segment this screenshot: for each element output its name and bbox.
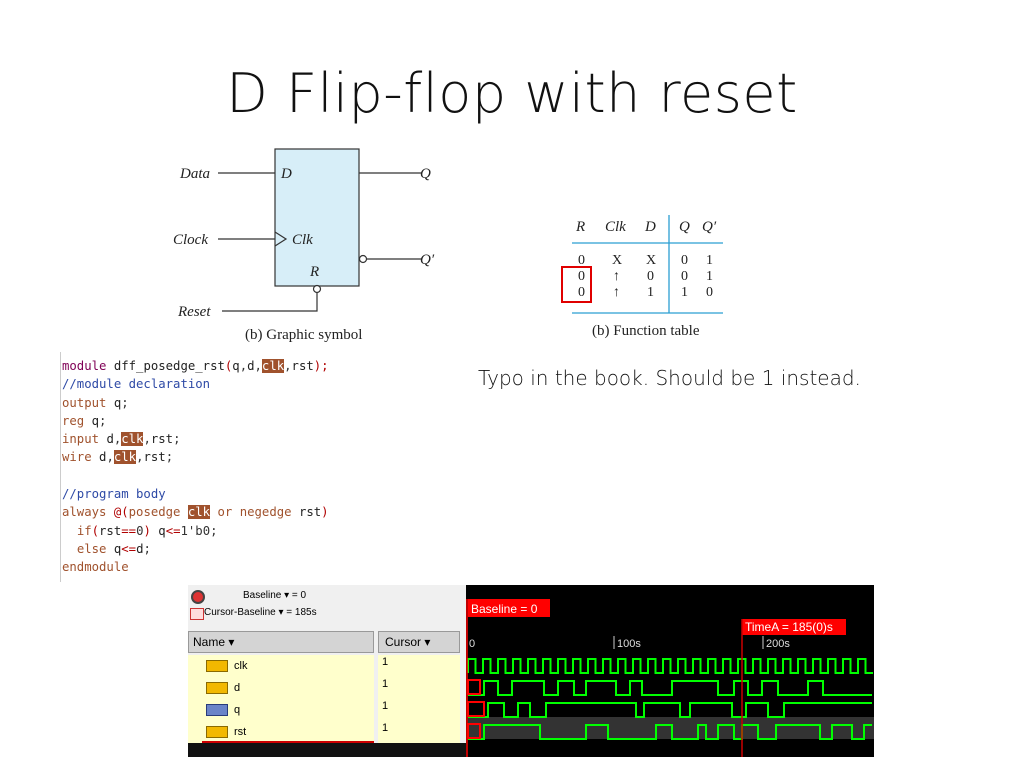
d-waveform xyxy=(468,680,872,696)
slide-title: D Flip-flop with reset xyxy=(226,62,798,125)
signal-input-icon xyxy=(206,726,228,739)
signal-output-icon xyxy=(206,704,228,717)
waveform-viewer: Baseline ▾ = 0 Cursor-Baseline ▾ = 185s … xyxy=(188,585,874,757)
pin-r-label: R xyxy=(309,264,319,280)
pin-d-label: D xyxy=(280,166,292,182)
time-tick-200s: 200s xyxy=(766,638,790,650)
clk-waveform xyxy=(467,658,873,674)
selection-underline xyxy=(202,741,374,743)
cursor-value: 1 xyxy=(382,656,389,668)
code-line-9: always @(posedge clk or negedge rst) xyxy=(62,505,329,520)
q-initial-marker xyxy=(467,679,481,695)
typo-highlight-box xyxy=(561,266,592,303)
cursor-baseline-readout[interactable]: Cursor-Baseline ▾ = 185s xyxy=(204,607,317,618)
cursor-value: 1 xyxy=(382,678,389,690)
q-initial-marker xyxy=(467,701,485,717)
code-line-2: //module declaration xyxy=(62,377,211,392)
signal-name: rst xyxy=(234,726,247,738)
code-line-6: wire d,clk,rst; xyxy=(62,450,174,465)
baseline-readout[interactable]: Baseline ▾ = 0 xyxy=(243,590,307,601)
function-table: R Clk D Q Q′ 0 X X 0 1 0 ↑ 0 0 1 0 ↑ 1 1… xyxy=(561,215,723,339)
code-line-8: //program body xyxy=(62,487,166,502)
waveform-canvas: Baseline = 0 TimeA = 185(0)s 0 100s 200s xyxy=(466,599,874,757)
code-line-11: else q<=d; xyxy=(76,541,151,556)
output-qn-label: Q′ xyxy=(420,252,435,268)
timea-marker-label: TimeA = 185(0)s xyxy=(745,620,833,634)
input-clock-label: Clock xyxy=(173,232,208,248)
signal-input-icon xyxy=(206,660,228,673)
ft-r0-r: 0 xyxy=(578,253,585,268)
baseline-marker-label: Baseline = 0 xyxy=(471,602,538,616)
cursor-icon[interactable] xyxy=(190,608,204,620)
ft-header-r: R xyxy=(575,219,585,235)
ft-r0-clk: X xyxy=(612,253,622,268)
cursor-value: 1 xyxy=(382,700,389,712)
pin-clk-label: Clk xyxy=(292,232,313,248)
input-data-label: Data xyxy=(179,166,210,182)
graphic-symbol-diagram: Data Clock Reset D Clk R Q Q′ (b) Graphi… xyxy=(173,148,435,343)
name-column-header[interactable]: Name ▾ xyxy=(188,631,374,653)
signal-row-rst[interactable]: rst xyxy=(206,721,246,743)
signal-row-d[interactable]: d xyxy=(206,677,240,699)
baseline-icon[interactable] xyxy=(191,590,205,604)
typo-note: Typo in the book. Should be 1 instead. xyxy=(478,366,861,390)
code-line-12: endmodule xyxy=(62,560,129,575)
code-gutter-line xyxy=(60,352,61,582)
rst-initial-marker xyxy=(467,723,481,739)
code-line-1: module dff_posedge_rst(q,d,clk,rst); xyxy=(62,359,329,373)
baseline-marker-box xyxy=(468,599,550,617)
code-line-10: if(rst==0) q<=1'b0; xyxy=(76,523,218,538)
signal-panel-footer xyxy=(188,743,466,757)
signal-input-icon xyxy=(206,682,228,695)
ft-r2-qn: 0 xyxy=(706,285,713,300)
ft-r1-r: 0 xyxy=(578,269,585,284)
code-line-5: input d,clk,rst; xyxy=(62,432,181,447)
symbol-caption: (b) Graphic symbol xyxy=(245,327,362,343)
signal-name-list: clk d q rst xyxy=(188,655,374,743)
signal-name: q xyxy=(234,704,241,716)
waveform-toolbar: Baseline ▾ = 0 Cursor-Baseline ▾ = 185s xyxy=(188,585,466,629)
cursor-value: 1 xyxy=(382,722,389,734)
function-table-caption: (b) Function table xyxy=(592,323,700,339)
rst-waveform xyxy=(468,724,872,740)
code-line-4: reg q; xyxy=(62,413,107,428)
signal-row-clk[interactable]: clk xyxy=(206,655,247,677)
ft-header-d: D xyxy=(644,219,656,235)
ft-r0-d: X xyxy=(646,253,656,268)
verilog-code: module dff_posedge_rst(q,d,clk,rst); //m… xyxy=(62,357,329,577)
ft-r0-q: 0 xyxy=(681,253,688,268)
ft-r2-q: 1 xyxy=(681,285,688,300)
time-tick-0: 0 xyxy=(469,638,475,650)
ft-header-clk: Clk xyxy=(605,219,626,235)
ft-r1-d: 0 xyxy=(647,269,654,284)
ft-r2-d: 1 xyxy=(647,285,654,300)
ft-header-q: Q xyxy=(679,219,690,235)
ft-header-qn: Q′ xyxy=(702,219,717,235)
code-line-3: output q; xyxy=(62,395,129,410)
time-tick-100s: 100s xyxy=(617,638,641,650)
timea-marker-box xyxy=(742,619,846,635)
ft-r2-clk: ↑ xyxy=(613,285,620,300)
signal-row-q[interactable]: q xyxy=(206,699,240,721)
signal-name: d xyxy=(234,682,241,694)
output-q-label: Q xyxy=(420,166,431,182)
q-waveform xyxy=(468,702,872,718)
signal-name: clk xyxy=(234,660,248,672)
input-reset-label: Reset xyxy=(177,304,211,320)
ft-r1-qn: 1 xyxy=(706,269,713,284)
cursor-value-list: 1 1 1 1 xyxy=(378,655,460,743)
ft-r1-clk: ↑ xyxy=(613,269,620,284)
cursor-column-header[interactable]: Cursor ▾ xyxy=(378,631,460,653)
ft-r1-q: 0 xyxy=(681,269,688,284)
ft-r0-qn: 1 xyxy=(706,253,713,268)
waveform-signal-panel: Baseline ▾ = 0 Cursor-Baseline ▾ = 185s … xyxy=(188,585,466,757)
ft-r2-r: 0 xyxy=(578,285,585,300)
waveform-display[interactable]: Baseline = 0 TimeA = 185(0)s 0 100s 200s xyxy=(466,585,874,757)
